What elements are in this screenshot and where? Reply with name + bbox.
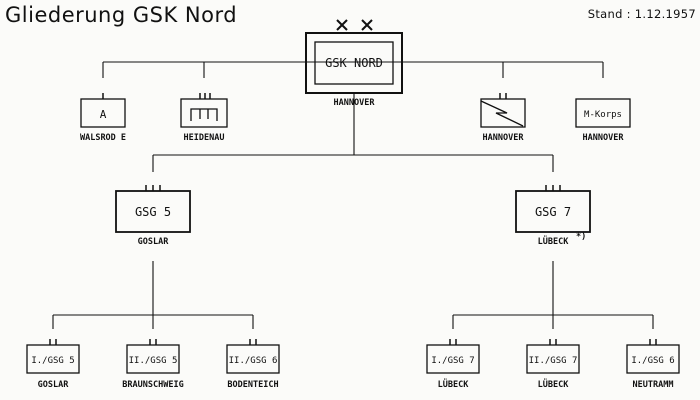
stand-date: Stand : 1.12.1957 <box>587 7 696 21</box>
hq-unit-location: HANNOVER <box>583 133 625 143</box>
lightning-icon <box>480 100 524 127</box>
group-gsg5: GSG 5 GOSLAR <box>115 185 191 247</box>
hq-unit-label: M-Korps <box>584 110 622 120</box>
signal-unit-icon <box>190 108 218 121</box>
hq-unit-hannover-air: HANNOVER <box>480 93 526 143</box>
subunit-2-gsg7: II./GSG 7 LÜBECK <box>526 339 580 390</box>
subunit-location: LÜBECK <box>538 379 570 390</box>
hq-unit-m-korps: M-Korps HANNOVER <box>575 98 631 143</box>
hq-box <box>305 32 403 94</box>
group-location: GOSLAR <box>138 237 170 247</box>
hq-unit-location: HANNOVER <box>483 133 525 143</box>
hq-label: GSK NORD <box>325 56 383 70</box>
group-location: LÜBECK <box>538 236 570 247</box>
footnote-mark: *) <box>576 232 586 242</box>
subunit-3-gsg5: II./GSG 6 BODENTEICH <box>226 339 280 390</box>
subunit-location: LÜBECK <box>438 379 470 390</box>
hq-rank-cross-marks <box>336 19 373 31</box>
subunit-label: I./GSG 5 <box>31 356 74 366</box>
subunit-3-gsg7: I./GSG 6 NEUTRAMM <box>626 339 680 390</box>
hq-unit-walsrode: A WALSROD E <box>80 93 126 143</box>
subunit-1-gsg7: I./GSG 7 LÜBECK <box>426 339 480 390</box>
connector-lines <box>52 61 654 329</box>
subunit-label: II./GSG 6 <box>229 356 278 366</box>
hq-unit-heidenau: HEIDENAU <box>180 93 228 143</box>
chart-title: Gliederung GSK Nord <box>5 3 238 27</box>
subunit-2-gsg5: II./GSG 5 BRAUNSCHWEIG <box>122 339 184 390</box>
subunit-1-gsg5: I./GSG 5 GOSLAR <box>26 339 80 390</box>
hq-unit-location: HEIDENAU <box>184 133 225 143</box>
subunit-location: GOSLAR <box>38 380 70 390</box>
subunit-label: I./GSG 6 <box>631 356 674 366</box>
group-label: GSG 5 <box>135 205 171 219</box>
hq-inner-box <box>314 41 394 85</box>
subunit-location: BRAUNSCHWEIG <box>122 380 183 390</box>
subunit-location: NEUTRAMM <box>633 380 674 390</box>
hq-node: GSK NORD HANNOVER <box>305 19 403 108</box>
hq-unit-label: A <box>100 108 107 121</box>
hq-unit-location: WALSROD E <box>80 133 126 143</box>
group-label: GSG 7 <box>535 205 571 219</box>
subunit-label: II./GSG 7 <box>529 356 578 366</box>
group-gsg7: GSG 7 LÜBECK *) <box>515 185 591 247</box>
subunit-location: BODENTEICH <box>227 380 278 390</box>
hq-location: HANNOVER <box>334 98 376 108</box>
subunit-label: II./GSG 5 <box>129 356 178 366</box>
subunit-label: I./GSG 7 <box>431 356 474 366</box>
